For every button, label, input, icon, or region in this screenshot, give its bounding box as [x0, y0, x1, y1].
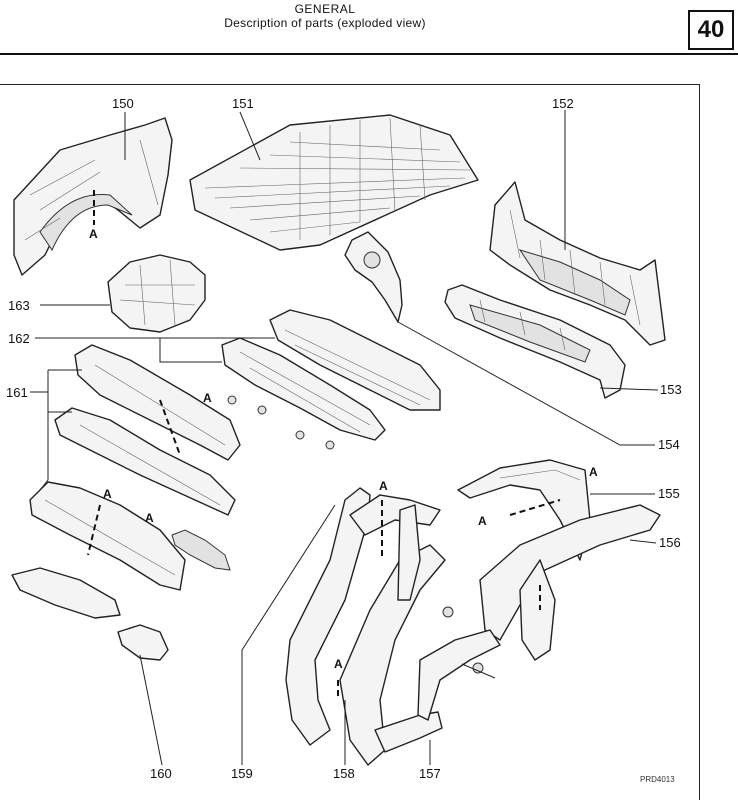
- label-161: 161: [6, 385, 28, 400]
- section-line-155a: [509, 499, 561, 516]
- part-158-centre-pillar: [339, 504, 446, 766]
- chapter-number: 40: [688, 10, 734, 50]
- section-marker-a: A: [379, 479, 388, 493]
- label-150: 150: [112, 96, 134, 111]
- section-title: GENERAL: [294, 2, 356, 16]
- part-152-rear-panel: [489, 181, 666, 346]
- label-158: 158: [333, 766, 355, 781]
- leader-lines: [30, 110, 659, 766]
- label-157: 157: [419, 766, 441, 781]
- fasteners: [227, 395, 496, 679]
- section-marker-a: A: [589, 465, 598, 479]
- part-160-bracket: [117, 624, 169, 661]
- label-159: 159: [231, 766, 253, 781]
- label-163: 163: [8, 298, 30, 313]
- part-150-front-wing: [13, 117, 173, 276]
- page-subtitle: Description of parts (exploded view): [224, 16, 426, 30]
- section-marker-a: A: [203, 391, 212, 405]
- part-155-rear-quarter-frame: [457, 459, 591, 561]
- part-157-sill: [374, 629, 501, 753]
- part-162-scuttle-panel: [221, 309, 441, 441]
- drawing-frame: [0, 84, 700, 800]
- label-162: 162: [8, 331, 30, 346]
- part-154-bracket: [344, 231, 403, 323]
- label-155: 155: [658, 486, 680, 501]
- section-marker-a: A: [334, 657, 343, 671]
- label-160: 160: [150, 766, 172, 781]
- part-156-rear-pillar: [479, 504, 661, 661]
- part-161-front-side-members: [11, 344, 241, 619]
- section-marker-a: A: [89, 227, 98, 241]
- part-159-front-pillar: [285, 487, 441, 746]
- section-line-161b: [87, 504, 101, 556]
- part-151-roof: [189, 114, 479, 251]
- label-154: 154: [658, 437, 680, 452]
- label-151: 151: [232, 96, 254, 111]
- header-rule: [0, 53, 738, 55]
- label-156: 156: [659, 535, 681, 550]
- part-163-crossmember: [107, 254, 206, 333]
- part-153-rear-cross-member: [444, 284, 626, 399]
- section-marker-a: A: [478, 514, 487, 528]
- section-marker-a: A: [145, 511, 154, 525]
- section-marker-a: A: [103, 487, 112, 501]
- drawing-reference: PRD4013: [640, 775, 675, 784]
- label-153: 153: [660, 382, 682, 397]
- label-152: 152: [552, 96, 574, 111]
